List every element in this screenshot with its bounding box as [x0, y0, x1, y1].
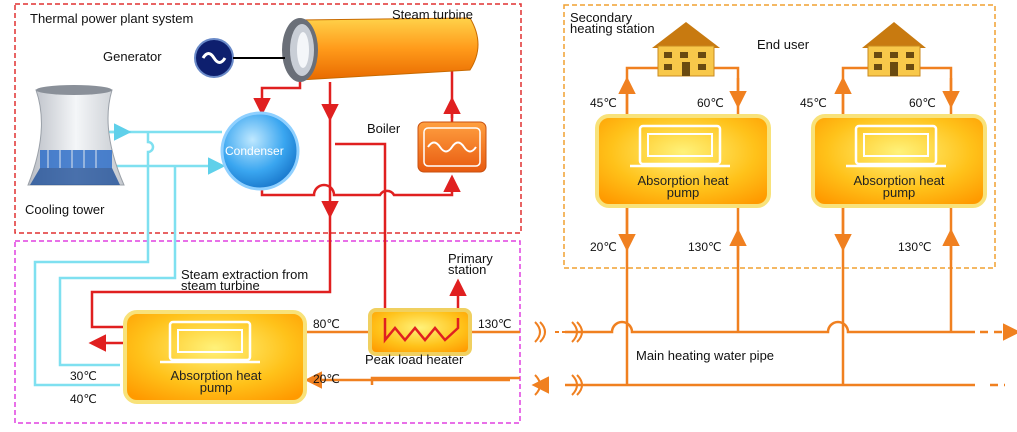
heat-pump-icon-user-2	[811, 114, 987, 208]
pipe-break-marks	[534, 321, 583, 396]
temp-130-label-2: 130℃	[898, 240, 932, 254]
condenser-label: Condenser	[225, 144, 284, 158]
cooling-tower-label: Cooling tower	[25, 202, 105, 217]
plant-region-label: Thermal power plant system	[30, 11, 194, 26]
temp-20-label-1: 20℃	[590, 240, 617, 254]
heat-pump-label-user-1: Absorption heat pump	[637, 173, 729, 200]
house-icon-1	[652, 22, 720, 77]
peak-load-heater-label: Peak load heater	[365, 352, 464, 367]
steam-turbine-icon	[282, 17, 479, 82]
temp-30-label: 30℃	[70, 369, 97, 383]
temp-45-label-1: 45℃	[590, 96, 617, 110]
temp-60-label-1: 60℃	[697, 96, 724, 110]
heat-pump-icon-user-1	[595, 114, 771, 208]
secondary-region-border	[563, 4, 996, 269]
end-user-label: End user	[757, 37, 810, 52]
generator-label: Generator	[103, 49, 162, 64]
generator-icon	[194, 38, 285, 78]
heat-pump-label-primary: Absorption heat pump	[170, 368, 262, 395]
heat-pump-icon-primary	[123, 310, 307, 404]
primary-station-label: Primary station	[448, 251, 493, 277]
temp-40-label: 40℃	[70, 392, 97, 406]
temp-130-label-1: 130℃	[688, 240, 722, 254]
peak-load-heater-icon	[368, 308, 472, 356]
main-pipe-label: Main heating water pipe	[636, 348, 775, 363]
temp-45-label-2: 45℃	[800, 96, 827, 110]
heat-pump-label-user-2: Absorption heat pump	[853, 173, 945, 200]
temp-130-primary-label: 130℃	[478, 317, 512, 331]
plant-region-border	[14, 3, 522, 234]
cooling-tower-icon	[27, 85, 125, 186]
steam-turbine-label: Steam turbine	[392, 7, 473, 22]
steam-extraction-label: Steam extraction from steam turbine	[181, 267, 309, 293]
temp-20-primary-label: 20℃	[313, 372, 340, 386]
temp-60-label-2: 60℃	[909, 96, 936, 110]
boiler-label: Boiler	[367, 121, 401, 136]
temp-80-label: 80℃	[313, 317, 340, 331]
heating-water-lines	[304, 66, 1017, 394]
condenser-icon	[220, 111, 300, 191]
boiler-icon	[417, 121, 487, 173]
secondary-station-label: Secondary heating station	[570, 10, 655, 36]
house-icon-2	[862, 22, 926, 77]
